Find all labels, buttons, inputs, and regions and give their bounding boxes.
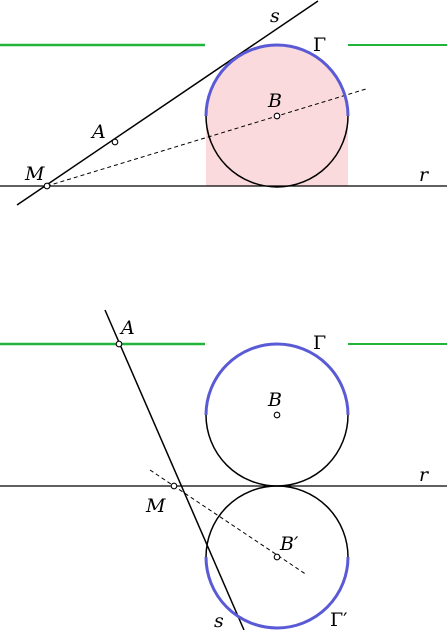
top-label-r: r	[419, 164, 430, 186]
bottom-circle-gamma-arc	[204, 342, 350, 416]
bottom-label-b-prime: B′	[279, 533, 299, 555]
bottom-label-gamma-prime: Γ′	[330, 609, 348, 630]
top-line-s	[16, 0, 319, 206]
bottom-label-b: B	[267, 389, 282, 411]
bottom-label-gamma: Γ	[313, 332, 326, 354]
top-circle-gamma-arc	[204, 43, 350, 117]
bottom-point-b-prime	[273, 553, 281, 561]
bottom-point-m	[170, 482, 178, 490]
bottom-circle-gamma-lower-arc	[205, 414, 349, 487]
top-label-m: M	[24, 163, 45, 185]
bottom-label-m: M	[145, 495, 166, 517]
top-point-a	[111, 138, 119, 146]
bottom-circle-gamma-prime-upper-arc	[205, 485, 349, 558]
bottom-label-s: s	[214, 610, 224, 630]
top-label-b: B	[267, 90, 282, 112]
bottom-point-a	[115, 340, 123, 348]
bottom-label-r: r	[419, 464, 430, 486]
bottom-label-a: A	[119, 317, 135, 339]
top-figure: s Γ B A M r	[0, 0, 447, 206]
top-point-m	[43, 182, 51, 190]
top-label-a: A	[90, 121, 106, 143]
bottom-point-b	[273, 411, 281, 419]
top-circle-lower-arc	[205, 115, 349, 188]
top-point-b	[273, 112, 281, 120]
top-label-gamma: Γ	[313, 34, 326, 56]
top-label-s: s	[270, 5, 280, 27]
bottom-line-s	[104, 309, 245, 630]
bottom-circle-gamma-prime-arc	[204, 556, 350, 630]
bottom-figure: A Γ B r M B′ s Γ′	[0, 309, 447, 630]
